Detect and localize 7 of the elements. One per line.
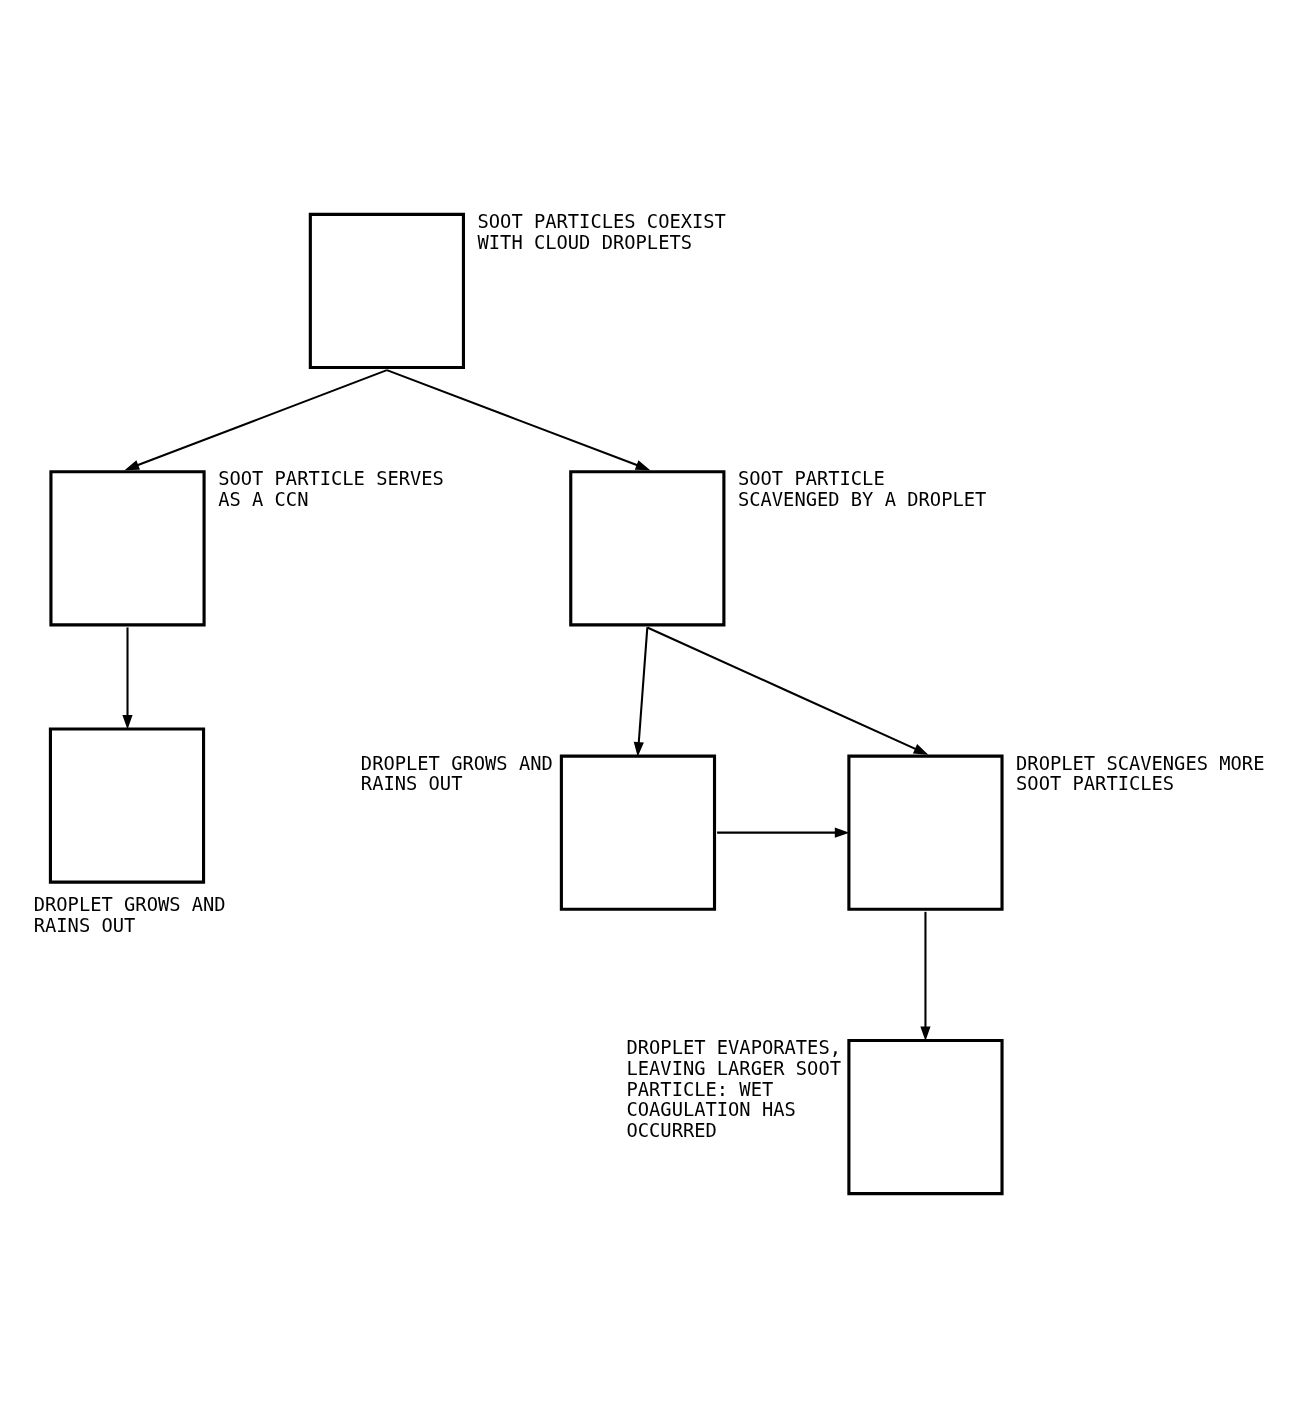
node-label: SOOT PARTICLES COEXIST WITH CLOUD DROPLETS [477, 210, 726, 253]
node-label: DROPLET SCAVENGES MORE SOOT PARTICLES [1016, 752, 1265, 794]
node-label: DROPLET EVAPORATES, LEAVING LARGER SOOT PARTICLE: WET COAGULATION HAS OCCURRED [626, 1036, 841, 1141]
node-label: DROPLET GROWS AND RAINS OUT [33, 893, 226, 936]
node-label: SOOT PARTICLE SCAVENGED BY A DROPLET [737, 467, 987, 510]
node-label: DROPLET GROWS AND RAINS OUT [360, 752, 553, 794]
node-label: SOOT PARTICLE SERVES AS A CCN [218, 467, 444, 510]
